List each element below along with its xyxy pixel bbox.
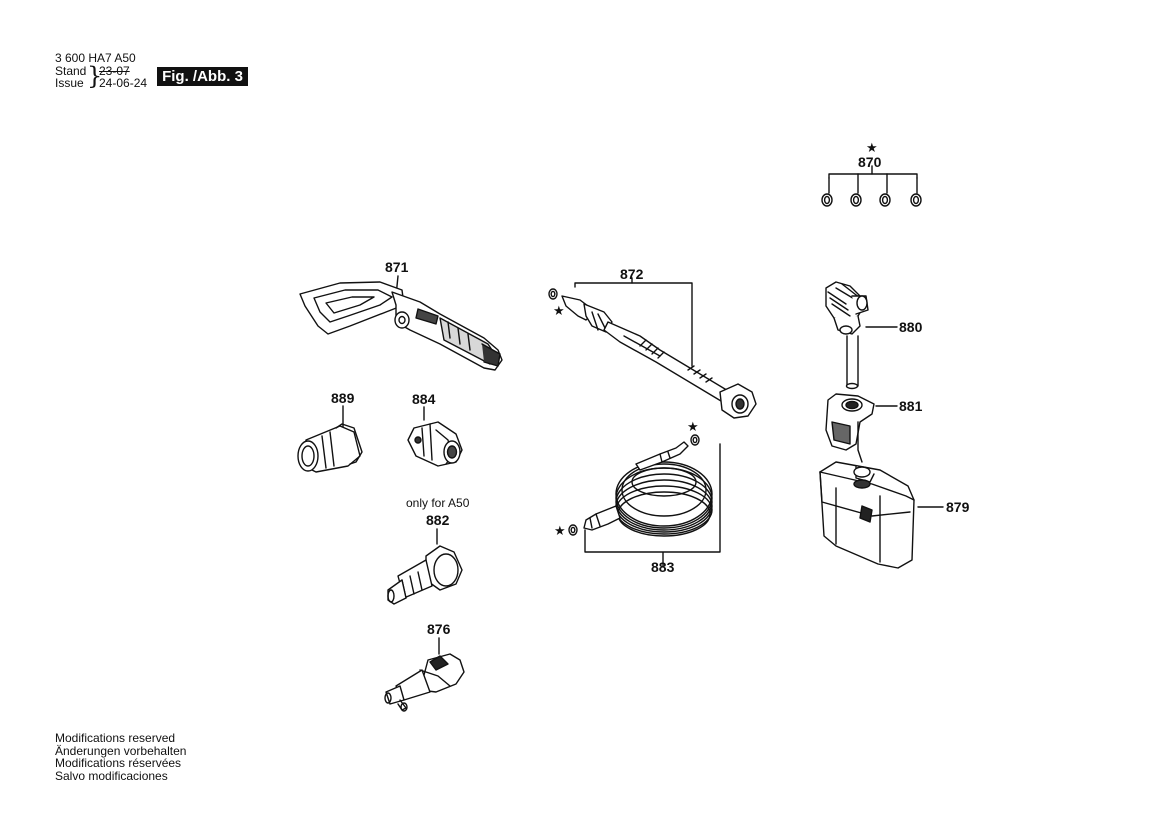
coupling-884 [407,406,463,467]
stand-date: 23-07 [99,64,130,78]
o-ring-icon [910,193,922,207]
rotary-nozzle-876 [384,637,465,712]
notice-line: Modifications reserved [55,731,176,745]
stand-label: Stand [55,64,87,78]
modifications-notice: Modifications reserved Änderungen vorbeh… [55,732,186,782]
detergent-tank-879 [819,461,944,569]
part-876-label: 876 [427,621,451,637]
o-ring-icon [879,193,891,207]
notice-line: Salvo modificaciones [55,768,168,783]
brace-icon: } [87,62,103,90]
adapter-889 [297,405,363,473]
o-ring-icon [850,193,862,207]
star-icon: ★ [553,304,565,319]
part-882-label: 882 [426,512,450,528]
detergent-nozzle-880 [825,281,898,390]
notice-line: Änderungen vorbehalten [55,743,187,758]
issue-date: 24-06-24 [99,76,148,90]
part-881-label: 881 [899,398,923,414]
figure-label: Fig. /Abb. 3 [157,67,248,86]
star-icon: ★ [554,524,566,539]
part-871-label: 871 [385,259,409,275]
spray-gun-871 [299,275,503,371]
part-880-label: 880 [899,319,923,335]
lance-872 [548,277,757,419]
part-884-label: 884 [412,391,436,407]
part-883-label: 883 [651,559,675,575]
part-889-label: 889 [331,390,355,406]
star-icon: ★ [687,420,699,435]
hose-883 [568,434,721,567]
star-icon: ★ [866,141,878,156]
detergent-cap-881 [825,393,898,463]
o-ring-set-870 [821,165,922,207]
connector-882 [387,528,463,605]
document-number: 3 600 HA7 A50 [55,51,136,65]
issue-label: Issue [55,76,84,90]
notice-line: Modifications réservées [55,756,182,770]
o-ring-icon [821,193,833,207]
part-870-label: 870 [858,154,882,170]
part-879-label: 879 [946,499,970,515]
only-for-a50-note: only for A50 [406,496,470,510]
part-872-label: 872 [620,266,644,282]
